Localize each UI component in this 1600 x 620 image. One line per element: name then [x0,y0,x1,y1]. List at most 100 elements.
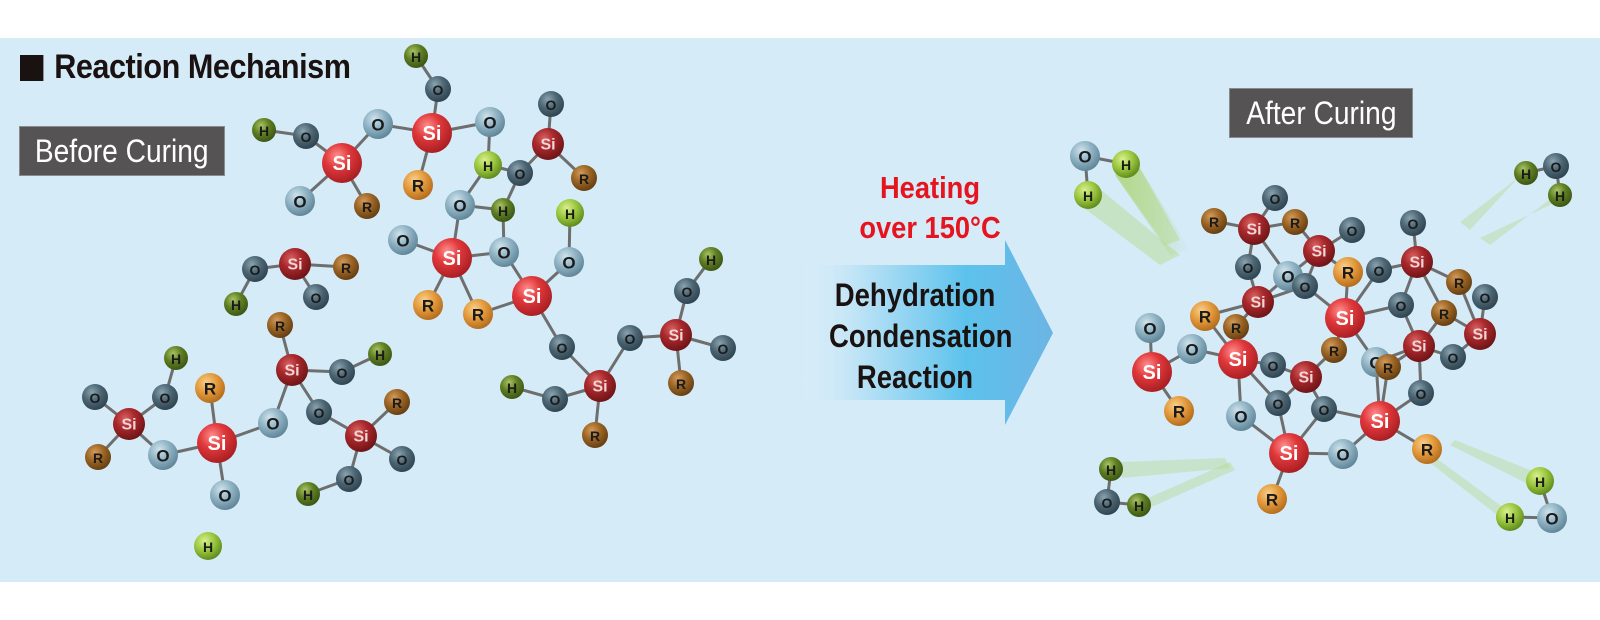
atom-r: R [1412,434,1442,464]
atom-r: R [354,193,380,219]
svg-text:Si: Si [353,429,368,446]
atom-si: Si [197,423,237,463]
svg-text:O: O [1336,446,1349,465]
svg-text:O: O [1480,290,1491,306]
svg-text:R: R [1173,403,1185,422]
atom-si: Si [1132,352,1172,392]
svg-text:O: O [293,193,306,212]
svg-text:R: R [590,428,600,444]
atom-h: H [252,118,276,142]
atom-si: Si [1218,339,1258,379]
svg-text:Si: Si [208,433,227,455]
svg-text:O: O [515,166,526,182]
reaction-arrow [805,240,1053,425]
atom-si: Si [432,238,472,278]
atom-r: R [1164,396,1194,426]
atom-o: O [1472,284,1498,310]
atom-r: R [1431,300,1457,326]
svg-text:O: O [250,262,261,278]
atom-r: R [463,299,493,329]
svg-text:R: R [275,318,285,334]
atom-o: O [152,384,178,410]
svg-text:O: O [682,284,693,300]
svg-text:R: R [412,177,424,196]
svg-text:O: O [371,116,384,135]
svg-text:O: O [1281,268,1294,287]
svg-text:R: R [579,171,589,187]
svg-text:H: H [1505,510,1515,526]
svg-text:O: O [1268,358,1279,374]
svg-text:O: O [1273,396,1284,412]
atom-o: O [388,225,418,255]
svg-text:O: O [1448,350,1459,366]
atom-o: O [1339,217,1365,243]
atom-r: R [267,312,293,338]
atom-o: O [242,256,268,282]
square-bullet-icon [20,54,44,81]
svg-text:H: H [483,158,493,174]
atom-si: Si [322,143,362,183]
atom-r: R [571,165,597,191]
atom-o: O [303,284,329,310]
atom-h: H [404,44,428,68]
atom-r: R [1282,209,1308,235]
atom-o: O [1311,396,1337,422]
atom-h: H [224,292,248,316]
atom-si: Si [1242,286,1274,318]
svg-text:O: O [1408,216,1419,232]
svg-text:O: O [625,331,636,347]
svg-text:O: O [718,341,729,357]
atom-r: R [1333,257,1363,287]
atom-si: Si [1269,433,1309,473]
svg-text:O: O [1143,320,1156,339]
svg-text:Si: Si [1246,222,1261,239]
atom-h: H [194,532,222,560]
atom-o: O [710,335,736,361]
atom-h: H [296,482,320,506]
water-release-trails [1080,160,1562,525]
atom-h: H [164,346,188,370]
atom-o: O [554,247,584,277]
atom-si: Si [276,354,308,386]
process-line-2: Condensation [829,318,1013,354]
atom-o: O [306,399,332,425]
svg-text:Si: Si [1371,411,1390,433]
atom-r: R [195,373,225,403]
svg-text:H: H [565,206,575,222]
svg-text:H: H [1555,188,1565,204]
svg-text:R: R [93,450,103,466]
svg-text:O: O [1551,159,1562,175]
atom-o: O [1440,344,1466,370]
atom-r: R [668,370,694,396]
svg-text:O: O [1396,298,1407,314]
svg-text:Si: Si [540,137,555,154]
svg-text:H: H [507,380,517,396]
svg-text:Si: Si [1336,308,1355,330]
atom-o: O [258,408,288,438]
atom-r: R [1321,337,1347,363]
svg-text:R: R [1342,264,1354,283]
atom-si: Si [1238,213,1270,245]
atom-o: O [507,160,533,186]
svg-text:O: O [218,487,231,506]
svg-text:O: O [90,390,101,406]
atom-o: O [549,334,575,360]
atom-o: O [1537,503,1567,533]
atom-h: H [1127,493,1151,517]
atom-h: H [699,247,723,271]
atom-o: O [285,186,315,216]
atom-o: O [425,76,451,102]
atom-o: O [1094,489,1120,515]
atom-r: R [1223,314,1249,340]
svg-text:R: R [1383,360,1393,376]
atom-o: O [1388,292,1414,318]
svg-text:O: O [550,392,561,408]
atom-o: O [210,480,240,510]
atom-r: R [413,290,443,320]
svg-text:Si: Si [1250,295,1265,312]
atom-h: H [1099,457,1123,481]
svg-text:H: H [498,203,508,219]
svg-text:O: O [301,129,312,145]
atom-o: O [1235,254,1261,280]
